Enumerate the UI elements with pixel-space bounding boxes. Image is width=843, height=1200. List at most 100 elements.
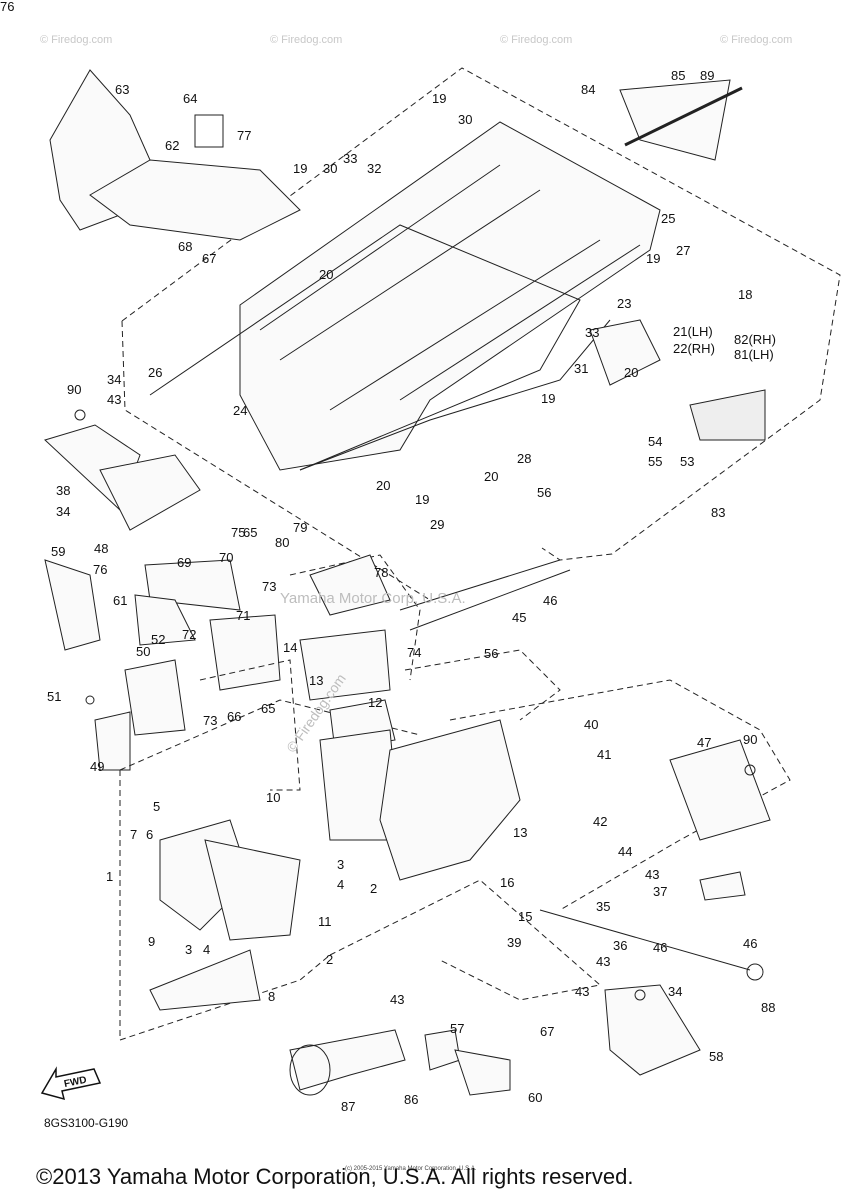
part-callout: 12 xyxy=(368,695,383,710)
part-callout: 43 xyxy=(645,867,660,882)
part-callout: 58 xyxy=(709,1049,724,1064)
part-callout: 83 xyxy=(711,505,726,520)
part-callout: 19 xyxy=(415,492,430,507)
part-callout: 18 xyxy=(738,287,753,302)
part-callout: 14 xyxy=(283,640,298,655)
part-callout: 63 xyxy=(115,82,130,97)
part-callout: 15 xyxy=(518,909,533,924)
part-callout: 4 xyxy=(203,942,211,957)
diagram-code: 8GS3100-G190 xyxy=(44,1116,129,1130)
part-callout: 25 xyxy=(661,211,676,226)
part-callout: 30 xyxy=(323,161,338,176)
part-callout: 89 xyxy=(700,68,715,83)
part-callout: 69 xyxy=(177,555,192,570)
part-callout: 64 xyxy=(183,91,198,106)
part-callout: 29 xyxy=(430,517,445,532)
part-callout: 79 xyxy=(293,520,308,535)
part-callout: 62 xyxy=(165,138,180,153)
part-callout: 53 xyxy=(680,454,695,469)
part-callout: 41 xyxy=(597,747,612,762)
part-callout: 46 xyxy=(543,593,558,608)
copyright-text: ©2013 Yamaha Motor Corporation, U.S.A. A… xyxy=(36,1164,634,1189)
part-callout: 21(LH) xyxy=(673,324,713,339)
part-callout: 56 xyxy=(484,646,499,661)
part-callout: 71 xyxy=(236,608,251,623)
part-callout: 74 xyxy=(407,645,422,660)
part-callout: 20 xyxy=(624,365,639,380)
part-callout: 1 xyxy=(106,869,114,884)
part-callout: 23 xyxy=(617,296,632,311)
part-callout: 46 xyxy=(653,940,668,955)
part-callout: 87 xyxy=(341,1099,356,1114)
part-callout: 34 xyxy=(56,504,71,519)
part-callout: 68 xyxy=(178,239,193,254)
part-callout: 52 xyxy=(151,632,166,647)
part-callout: 75 xyxy=(231,525,246,540)
part-callout: 72 xyxy=(182,627,197,642)
part-callout: 33 xyxy=(343,151,358,166)
part-callout: 22(RH) xyxy=(673,341,715,356)
part-callout: 13 xyxy=(309,673,324,688)
part-callout: 37 xyxy=(653,884,668,899)
part-callout: 50 xyxy=(136,644,151,659)
part-callout: 32 xyxy=(367,161,382,176)
part-callout: 4 xyxy=(337,877,345,892)
part-callout: 84 xyxy=(581,82,596,97)
part-callout: 27 xyxy=(676,243,691,258)
part-callout: 3 xyxy=(337,857,345,872)
part-callout: 67 xyxy=(540,1024,555,1039)
center-watermark: Yamaha Motor Corp, U.S.A. xyxy=(280,590,466,607)
part-callout: 43 xyxy=(390,992,405,1007)
part-callout: 61 xyxy=(113,593,128,608)
footer-fine-print: (c) 2005-2015 Yamaha Motor Corporation, … xyxy=(345,1166,477,1172)
part-callout: 59 xyxy=(51,544,66,559)
part-callout: 54 xyxy=(648,434,663,449)
part-callout: 66 xyxy=(227,709,242,724)
forward-arrow-icon: FWD xyxy=(40,1066,102,1101)
part-callout: 43 xyxy=(107,392,122,407)
part-callout: 39 xyxy=(507,935,522,950)
part-callout: 20 xyxy=(376,478,391,493)
part-callout: 3 xyxy=(185,942,193,957)
part-callout: 46 xyxy=(743,936,758,951)
part-callout: 78 xyxy=(374,565,389,580)
part-callout: 48 xyxy=(94,541,109,556)
part-callout: 73 xyxy=(203,713,218,728)
part-callout: 9 xyxy=(148,934,156,949)
part-callout: 8 xyxy=(268,989,276,1004)
part-callout: 76 xyxy=(93,562,108,577)
part-callout: 65 xyxy=(243,525,258,540)
part-callout: 73 xyxy=(262,579,277,594)
part-callout: 43 xyxy=(575,984,590,999)
part-callout: 43 xyxy=(596,954,611,969)
part-callout: 56 xyxy=(537,485,552,500)
part-callout: 30 xyxy=(458,112,473,127)
part-callout: 24 xyxy=(233,403,248,418)
part-callout: 86 xyxy=(404,1092,419,1107)
part-callout: 70 xyxy=(219,550,234,565)
part-callout: 20 xyxy=(319,267,334,282)
edge-watermark: © Firedog.com xyxy=(720,34,793,46)
part-callout: 49 xyxy=(90,759,105,774)
part-callout: 47 xyxy=(697,735,712,750)
part-callout: 19 xyxy=(432,91,447,106)
part-callout: 26 xyxy=(148,365,163,380)
part-callout: 40 xyxy=(584,717,599,732)
part-callout: 10 xyxy=(266,790,281,805)
part-callout: 77 xyxy=(237,128,252,143)
part-callout: 85 xyxy=(671,68,686,83)
fwd-label: FWD xyxy=(63,1075,88,1090)
part-callout: 19 xyxy=(293,161,308,176)
part-callout: 35 xyxy=(596,899,611,914)
part-callout: 55 xyxy=(648,454,663,469)
edge-watermark: © Firedog.com xyxy=(500,34,573,46)
part-callout: 60 xyxy=(528,1090,543,1105)
part-callout: 11 xyxy=(318,914,332,929)
part-callout: 88 xyxy=(761,1000,776,1015)
part-callout: 65 xyxy=(261,701,276,716)
part-callout: 38 xyxy=(56,483,71,498)
part-callout: 45 xyxy=(512,610,527,625)
part-callout: 2 xyxy=(370,881,378,896)
part-callout: 42 xyxy=(593,814,608,829)
